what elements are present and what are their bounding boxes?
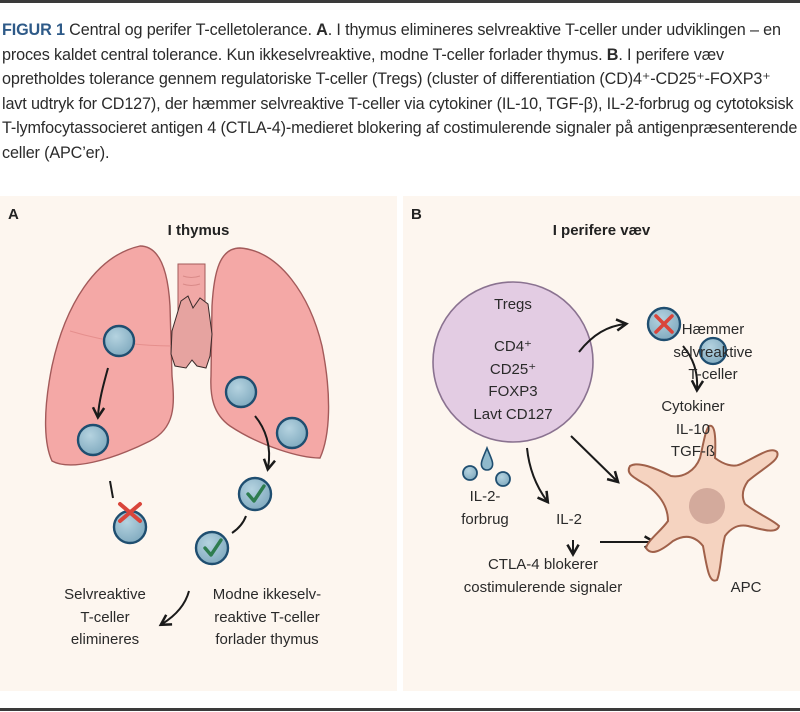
tcell (102, 324, 136, 358)
arrow (578, 318, 629, 353)
marker-cd4: CD4⁺ (494, 338, 532, 355)
tcell (275, 416, 309, 450)
left-lung (44, 245, 175, 466)
tcell (224, 375, 258, 409)
label-line: TGF-ß (670, 443, 716, 460)
panel-b-title: I perifere væv (552, 222, 651, 239)
apc-label: APC (730, 579, 762, 596)
il2-droplet (495, 471, 511, 487)
panel-a-letter: A (8, 206, 19, 223)
panel-b-peripheral: B I perifere væv (403, 196, 800, 691)
check-icon (246, 484, 266, 503)
label-line: IL-10 (675, 420, 711, 438)
figure-label: FIGUR 1 (2, 21, 65, 39)
label-line: T-celler (688, 366, 738, 383)
tcell-accepted (194, 530, 230, 566)
il2-drop-icon (480, 445, 494, 471)
label-line: forlader thymus (215, 631, 319, 648)
caption-title: Central og perifer T-celletolerance. (69, 21, 312, 39)
right-lung (210, 247, 330, 459)
treg-markers: CD4⁺ CD25⁺ FOXP3 Lavt CD127 (453, 308, 573, 426)
marker-cd127: Lavt CD127 (473, 405, 553, 423)
label-eliminated: Selvreaktive T-celler elimineres (40, 584, 170, 652)
label-line: selvreaktive (673, 343, 753, 361)
arrow (158, 590, 190, 627)
cytokines-label: Cytokiner IL-10 TGF-ß (643, 396, 743, 464)
ctla4-label: CTLA-4 blokerer costimulerende signaler (443, 554, 643, 599)
il2-label: IL-2 (556, 511, 582, 528)
bottom-rule (0, 708, 800, 711)
figure-caption: FIGUR 1 Central og perifer T-celletolera… (2, 18, 798, 166)
label-line: Selvreaktive (64, 586, 146, 603)
arrow (254, 415, 276, 472)
thymus (170, 295, 213, 369)
cross-icon (118, 502, 142, 523)
label-line: Cytokiner (661, 398, 725, 415)
marker-cd25: CD25⁺ (489, 360, 537, 378)
caption-part-a-label: A (316, 21, 328, 39)
arrow (526, 447, 550, 505)
treg-cell (432, 281, 594, 443)
apc-nucleus (689, 488, 725, 524)
panel-b-letter: B (411, 206, 422, 223)
tcell-eliminated (112, 509, 148, 545)
label-line: IL-2- (469, 488, 501, 505)
cross-icon (654, 314, 674, 334)
caption-part-b-text: . I perifere væv opretholdes tolerance g… (2, 45, 798, 162)
arrow (682, 345, 705, 393)
marker-foxp3: FOXP3 (488, 383, 538, 400)
tcell (76, 423, 110, 457)
il2-consumption-label: IL-2- forbrug (445, 486, 525, 531)
arrow (91, 367, 109, 420)
label-line: Modne ikkeselv- (212, 586, 322, 603)
panel-a-thymus: A I thymus (0, 196, 397, 691)
label-leaves-thymus: Modne ikkeselv- reaktive T-celler forlad… (196, 584, 338, 652)
tregs-label: Tregs (494, 296, 532, 313)
tcell-accepted (237, 476, 273, 512)
caption-part-a-text: . I thymus elimineres selvreaktive T-cel… (2, 21, 781, 64)
tcell (698, 336, 728, 366)
check-icon (203, 538, 223, 557)
label-line: T-celler (80, 608, 130, 626)
arrow (570, 435, 620, 484)
label-line: forbrug (461, 510, 509, 528)
label-line: Hæmmer (681, 321, 745, 338)
label-line: CTLA-4 blokerer (487, 556, 599, 573)
il2-droplet (462, 465, 478, 481)
thymus-illustration (44, 245, 330, 627)
peripheral-illustration (432, 281, 781, 582)
inhibits-label: Hæmmer selvreaktive T-celler (663, 319, 763, 387)
label-line: elimineres (70, 631, 140, 648)
panel-a-title: I thymus (167, 222, 230, 239)
caption-part-b-label: B (606, 45, 619, 64)
label-line: reaktive T-celler (214, 608, 320, 626)
label-line: costimulerende signaler (463, 578, 623, 596)
top-rule (0, 0, 800, 3)
